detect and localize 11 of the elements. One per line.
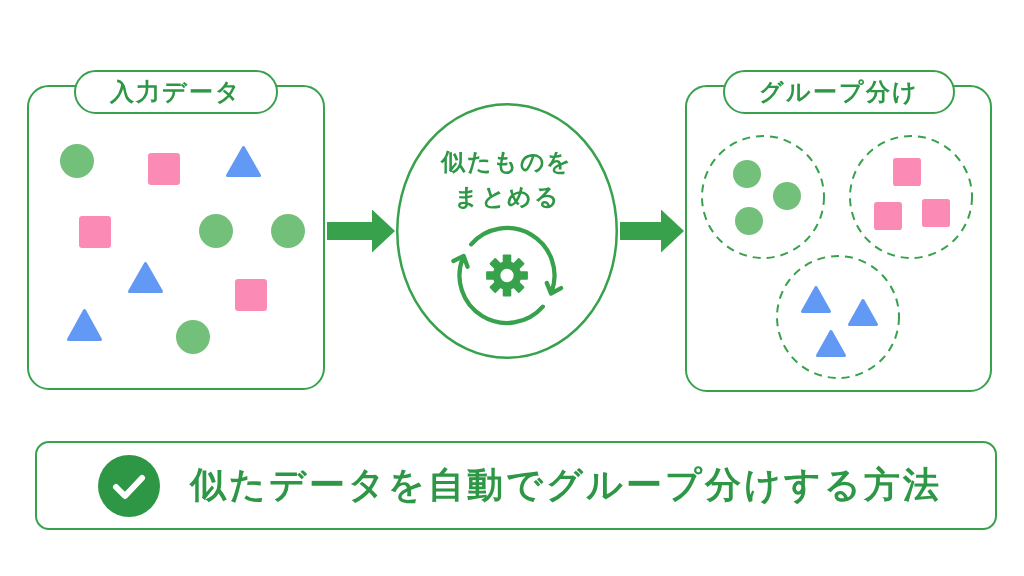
dashed-group-circle: [849, 135, 973, 259]
process-ellipse: [396, 103, 618, 359]
banner-text: 似たデータを自動でグループ分けする方法: [190, 463, 942, 507]
dashed-group-circle: [701, 135, 825, 259]
block-arrow: [327, 209, 395, 253]
panel-heading: グループ分け: [722, 70, 955, 114]
dashed-group-circle: [776, 255, 900, 379]
ellipse-label: 似たものをまとめる: [441, 147, 573, 213]
block-arrow: [620, 209, 684, 253]
panel-heading: 入力データ: [74, 70, 278, 114]
summary-banner: [35, 441, 997, 530]
